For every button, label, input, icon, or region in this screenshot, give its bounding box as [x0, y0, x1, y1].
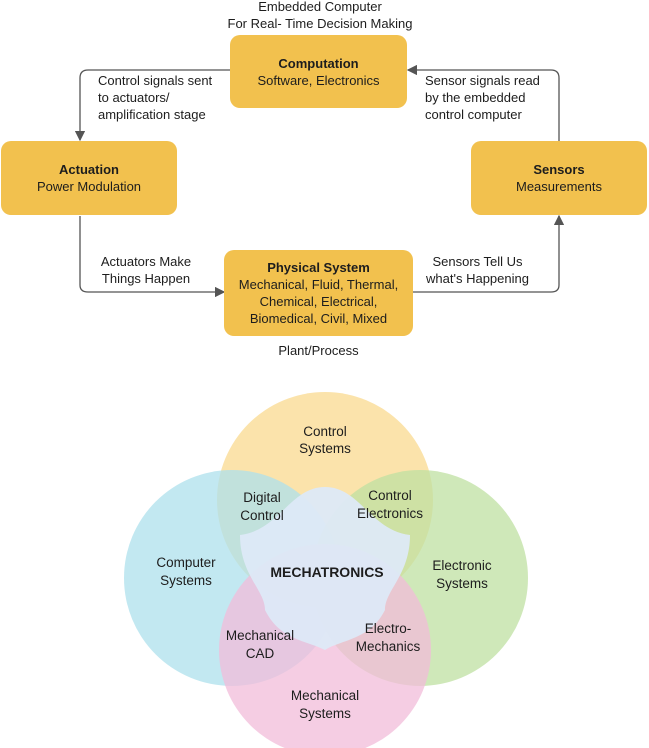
control-systems-label-2: Systems: [299, 441, 351, 456]
mechatronics-label: MECHATRONICS: [270, 564, 383, 580]
mechanical-systems-label-1: Mechanical: [291, 688, 359, 703]
arrow-physical-to-sensors: [413, 214, 565, 293]
computer-systems-label-2: Systems: [160, 573, 212, 588]
computation-title: Computation: [278, 55, 359, 71]
control-electronics-label-1: Control: [368, 488, 412, 503]
electronic-systems-label-1: Electronic: [432, 558, 492, 573]
sensors-tell-label: Sensors Tell Us what's Happening: [426, 254, 529, 286]
physical-system-box: Physical System Mechanical, Fluid, Therm…: [224, 250, 413, 336]
mechanical-systems-label-2: Systems: [299, 706, 351, 721]
electro-mechanics-label-2: Mechanics: [356, 639, 421, 654]
computation-caption: Embedded Computer For Real- Time Decisio…: [227, 0, 413, 31]
physical-line-3: Biomedical, Civil, Mixed: [249, 311, 388, 326]
mechanical-cad-label-1: Mechanical: [226, 628, 294, 643]
arrow-sensors-to-computation: [406, 64, 560, 141]
sensors-subtitle: Measurements: [516, 179, 602, 194]
physical-title: Physical System: [267, 260, 370, 275]
actuation-subtitle: Power Modulation: [36, 179, 142, 194]
digital-control-label-1: Digital: [243, 490, 281, 505]
actuation-box: Actuation Power Modulation: [1, 141, 177, 215]
sensors-title: Sensors: [533, 162, 585, 177]
mechanical-cad-label-2: CAD: [246, 646, 275, 661]
physical-caption: Plant/Process: [278, 343, 359, 358]
control-electronics-label-2: Electronics: [357, 506, 423, 521]
arrow-computation-to-actuation: [74, 69, 230, 142]
actuators-make-label: Actuators Make Things Happen: [100, 254, 192, 286]
electro-mechanics-label-1: Electro-: [365, 621, 412, 636]
digital-control-label-2: Control: [240, 508, 284, 523]
physical-line-2: Chemical, Electrical,: [259, 294, 378, 309]
control-systems-label-1: Control: [303, 424, 347, 439]
computer-systems-label-1: Computer: [156, 555, 216, 570]
computation-subtitle: Software, Electronics: [257, 72, 380, 88]
computation-box: Computation Software, Electronics: [230, 35, 407, 108]
sensor-signals-label: Sensor signals read by the embedded cont…: [425, 73, 540, 122]
cycle-connectors: [74, 64, 565, 298]
control-signals-label: Control signals sent to actuators/ ampli…: [98, 73, 213, 122]
electronic-systems-label-2: Systems: [436, 576, 488, 591]
mechatronics-center: [240, 487, 410, 650]
actuation-title: Actuation: [59, 162, 119, 177]
arrow-actuation-to-physical: [79, 216, 226, 298]
physical-line-1: Mechanical, Fluid, Thermal,: [238, 277, 399, 292]
sensors-box: Sensors Measurements: [471, 141, 647, 215]
